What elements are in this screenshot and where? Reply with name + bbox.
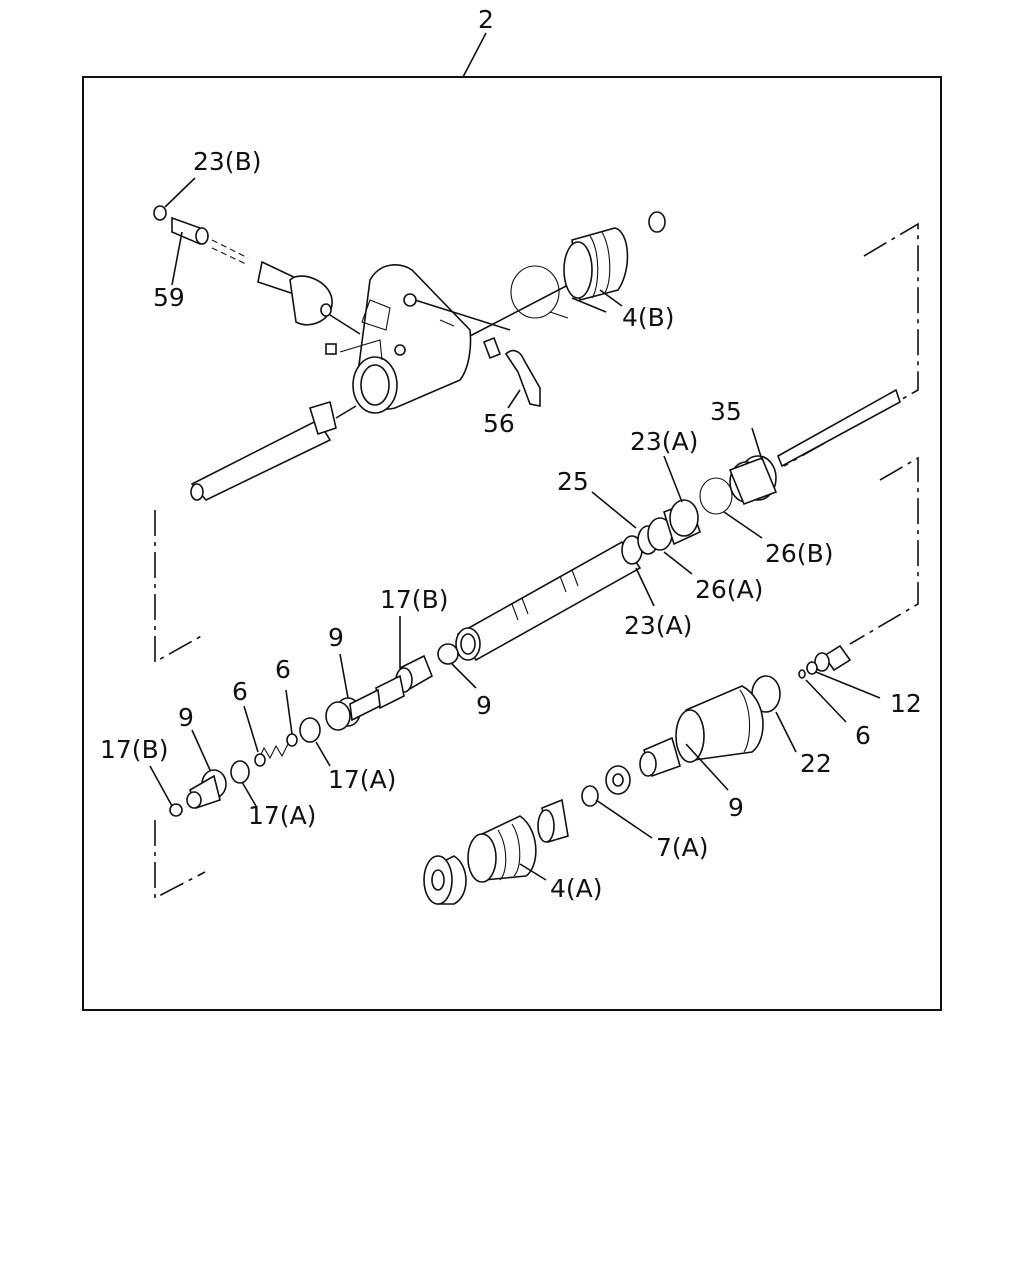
label-4a: 4(A) bbox=[550, 874, 603, 903]
diagram-frame bbox=[82, 76, 942, 1011]
label-26a: 26(A) bbox=[695, 575, 763, 604]
label-6-c: 6 bbox=[855, 721, 871, 750]
label-17b-mid: 17(B) bbox=[380, 585, 448, 614]
label-12: 12 bbox=[890, 689, 922, 718]
label-assembly: 2 bbox=[478, 5, 494, 34]
label-23a-bot: 23(A) bbox=[624, 611, 692, 640]
label-59: 59 bbox=[153, 283, 185, 312]
label-17a-b: 17(A) bbox=[248, 801, 316, 830]
label-23b: 23(B) bbox=[193, 147, 261, 176]
label-17a-a: 17(A) bbox=[328, 765, 396, 794]
label-22: 22 bbox=[800, 749, 832, 778]
label-35: 35 bbox=[710, 397, 742, 426]
label-9-a: 9 bbox=[328, 623, 344, 652]
boot-4b bbox=[563, 211, 666, 307]
label-7a: 7(A) bbox=[656, 833, 709, 862]
label-9-c: 9 bbox=[178, 703, 194, 732]
label-23a-top: 23(A) bbox=[630, 427, 698, 456]
label-17b-left: 17(B) bbox=[100, 735, 168, 764]
label-25: 25 bbox=[557, 467, 589, 496]
label-56: 56 bbox=[483, 409, 515, 438]
label-9-b: 9 bbox=[476, 691, 492, 720]
label-6-a: 6 bbox=[275, 655, 291, 684]
label-6-b: 6 bbox=[232, 677, 248, 706]
label-26b: 26(B) bbox=[765, 539, 833, 568]
left-valve-chain bbox=[169, 643, 459, 817]
lower-right-chain bbox=[423, 644, 852, 905]
upper-housing-group bbox=[153, 177, 666, 501]
label-9-d: 9 bbox=[728, 793, 744, 822]
leader-lines bbox=[149, 297, 881, 881]
rack-input-shaft bbox=[190, 400, 357, 501]
tie-rod-35 bbox=[699, 388, 901, 515]
label-4b: 4(B) bbox=[622, 303, 675, 332]
cylinder-tube bbox=[455, 499, 701, 662]
